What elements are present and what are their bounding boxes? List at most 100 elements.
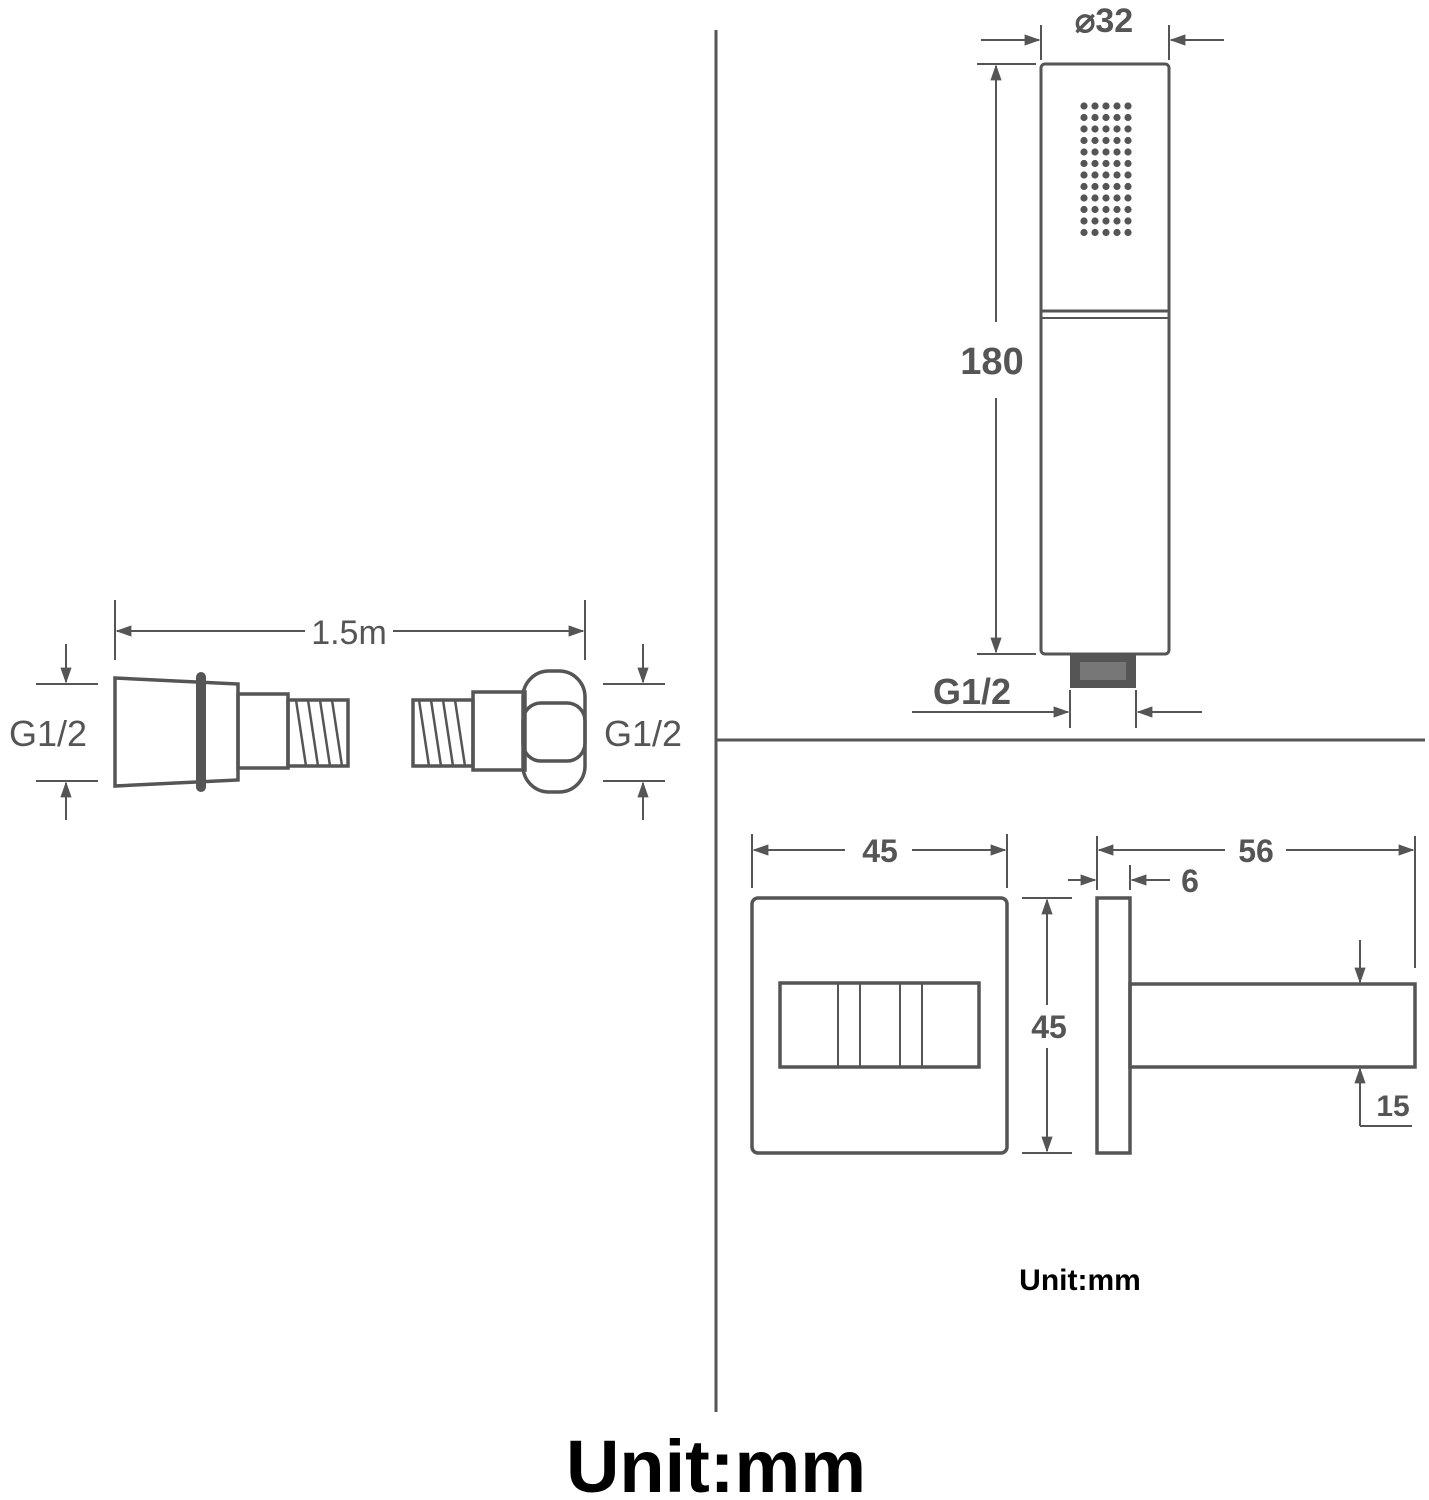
nozzle-dot <box>1102 171 1110 179</box>
nozzle-dot <box>1124 205 1132 214</box>
nozzle-dot <box>1102 217 1110 225</box>
nozzle-dot <box>1113 194 1121 202</box>
nozzle-dot <box>1091 136 1099 145</box>
nozzle-dot <box>1113 159 1121 168</box>
hose-length-label: 1.5m <box>311 614 387 652</box>
nozzle-dot <box>1113 171 1121 179</box>
bracket-arm-height-label: 15 <box>1376 1090 1409 1123</box>
nozzle-dot <box>1124 171 1132 179</box>
nozzle-dot <box>1124 148 1132 156</box>
hose-right-nut-flat <box>521 701 587 763</box>
hose-right-thread-dimension <box>603 644 665 820</box>
handshower-diameter-dimension <box>981 25 1224 60</box>
nozzle-dot <box>1080 228 1088 237</box>
bracket-plate-height-label: 45 <box>1031 1009 1067 1045</box>
nozzle-dot <box>1102 102 1110 110</box>
nozzle-dot <box>1080 148 1088 156</box>
handshower-nozzle-grid <box>1080 102 1132 237</box>
bracket-plate-width-label: 45 <box>862 833 898 869</box>
nozzle-dot <box>1102 228 1110 237</box>
handshower-drawing <box>1039 62 1171 688</box>
hose-left-ferrule <box>236 692 290 770</box>
nozzle-dot <box>1080 217 1088 225</box>
handshower-length-dimension <box>977 63 1036 655</box>
bracket-plate-width-dimension <box>751 834 1008 888</box>
hose-thread-lines <box>294 699 467 767</box>
hose-right-nut <box>521 669 587 794</box>
handshower-thread-dimension <box>912 690 1202 728</box>
nozzle-dot <box>1113 102 1121 110</box>
nozzle-dot <box>1091 125 1099 133</box>
bracket-side-plate <box>1095 896 1132 1155</box>
nozzle-dot <box>1091 228 1099 237</box>
nozzle-dot <box>1080 171 1088 179</box>
bracket-unit-label: Unit:mm <box>1019 1264 1141 1297</box>
nozzle-dot <box>1080 205 1088 214</box>
hose-left-thread-dimension <box>36 644 98 820</box>
bracket-projection-label: 56 <box>1238 833 1274 869</box>
nozzle-dot <box>1124 182 1132 191</box>
nozzle-dot <box>1091 113 1099 122</box>
nozzle-dot <box>1113 205 1121 214</box>
nozzle-dot <box>1124 125 1132 133</box>
bracket-side-arm <box>1128 982 1417 1069</box>
nozzle-dot <box>1102 159 1110 168</box>
nozzle-dot <box>1091 159 1099 168</box>
nozzle-dot <box>1113 228 1121 237</box>
nozzle-dot <box>1080 125 1088 133</box>
nozzle-dot <box>1102 113 1110 122</box>
nozzle-dot <box>1091 217 1099 225</box>
nozzle-dot <box>1091 194 1099 202</box>
nozzle-dot <box>1080 159 1088 168</box>
handshower-length-label: 180 <box>960 341 1023 383</box>
bracket-arm-height-dimension <box>1354 940 1412 1127</box>
nozzle-dot <box>1102 136 1110 145</box>
nozzle-dot <box>1102 125 1110 133</box>
bracket-plate-height-dimension <box>1022 897 1072 1154</box>
bracket-plate <box>750 896 1009 1155</box>
hose-left-thread-label: G1/2 <box>9 713 87 754</box>
nozzle-dot <box>1102 205 1110 214</box>
nozzle-dot <box>1124 228 1132 237</box>
nozzle-dot <box>1113 125 1121 133</box>
nozzle-dot <box>1113 217 1121 225</box>
nozzle-dot <box>1102 148 1110 156</box>
nozzle-dot <box>1124 113 1132 122</box>
nozzle-dot <box>1102 194 1110 202</box>
handshower-diameter-label: ⌀32 <box>1075 2 1133 40</box>
nozzle-dot <box>1102 182 1110 191</box>
nozzle-dot <box>1091 182 1099 191</box>
nozzle-dot <box>1091 171 1099 179</box>
nozzle-dot <box>1124 159 1132 168</box>
bracket-side-view <box>1095 896 1417 1155</box>
hose-drawing <box>113 669 587 794</box>
nozzle-dot <box>1124 136 1132 145</box>
nozzle-dot <box>1124 217 1132 225</box>
nozzle-dot <box>1080 182 1088 191</box>
nozzle-dot <box>1124 102 1132 110</box>
nozzle-dot <box>1080 113 1088 122</box>
nozzle-dot <box>1080 102 1088 110</box>
footer-unit-label: Unit:mm <box>566 1425 866 1500</box>
bracket-projection-dimension <box>1096 836 1416 968</box>
nozzle-dot <box>1113 113 1121 122</box>
hose-right-thread-label: G1/2 <box>604 713 682 754</box>
bracket-plate-thickness-label: 6 <box>1181 863 1199 899</box>
bracket-plate-thickness-dimension <box>1068 865 1170 890</box>
hose-right-ferrule <box>471 690 527 772</box>
nozzle-dot <box>1091 148 1099 156</box>
nozzle-dot <box>1113 182 1121 191</box>
nozzle-dot <box>1080 136 1088 145</box>
handshower-thread-label: G1/2 <box>933 671 1011 712</box>
bracket-front-view <box>750 896 1009 1155</box>
nozzle-dot <box>1091 102 1099 110</box>
nozzle-dot <box>1124 194 1132 202</box>
nozzle-dot <box>1091 205 1099 214</box>
nozzle-dot <box>1113 148 1121 156</box>
hose-left-nut <box>113 676 240 788</box>
bracket-holder <box>778 981 981 1069</box>
nozzle-dot <box>1113 136 1121 145</box>
hose-length-dimension <box>114 600 586 660</box>
nozzle-dot <box>1080 194 1088 202</box>
